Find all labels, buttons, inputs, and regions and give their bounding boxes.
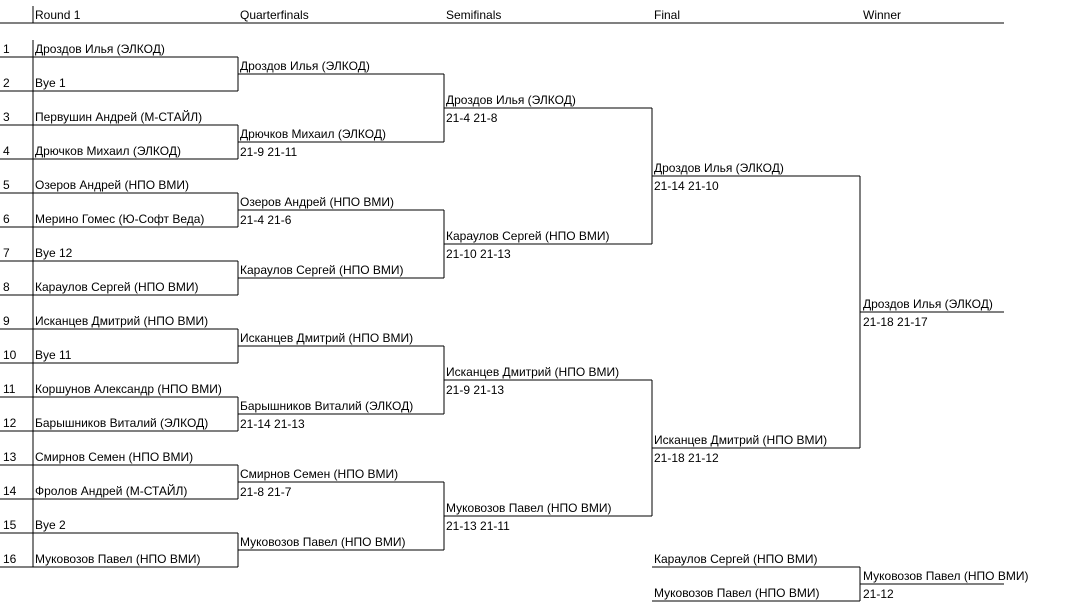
seed-8: 8: [3, 280, 10, 294]
header-final: Final: [654, 8, 680, 22]
seed-13: 13: [3, 450, 17, 464]
r1-player-5: Озеров Андрей (НПО ВМИ): [35, 178, 189, 192]
third-place-score: 21-12: [863, 587, 894, 601]
third-place-player-1: Караулов Сергей (НПО ВМИ): [654, 552, 818, 566]
sf-score-1: 21-4 21-8: [446, 111, 498, 125]
r1-player-7: Bye 12: [35, 246, 73, 260]
r1-player-3: Первушин Андрей (М-СТАЙЛ): [35, 109, 202, 124]
sf-player-4: Муковозов Павел (НПО ВМИ): [446, 501, 611, 515]
header-winner: Winner: [863, 8, 901, 22]
r1-player-2: Bye 1: [35, 76, 66, 90]
qf-score-2: 21-9 21-11: [240, 145, 297, 159]
seed-7: 7: [3, 246, 10, 260]
header-round1: Round 1: [35, 8, 81, 22]
seed-6: 6: [3, 212, 10, 226]
qf-player-2: Дрючков Михаил (ЭЛКОД): [240, 127, 386, 141]
seed-11: 11: [3, 382, 16, 396]
sf-score-2: 21-10 21-13: [446, 247, 511, 261]
r1-player-15: Bye 2: [35, 518, 66, 532]
seed-9: 9: [3, 314, 10, 328]
final-column: Дроздов Илья (ЭЛКОД) 21-14 21-10 Исканце…: [652, 161, 861, 465]
qf-player-7: Смирнов Семен (НПО ВМИ): [240, 467, 398, 481]
third-place-winner: Муковозов Павел (НПО ВМИ): [863, 569, 1028, 583]
qf-score-6: 21-14 21-13: [240, 417, 305, 431]
r1-player-16: Муковозов Павел (НПО ВМИ): [35, 552, 200, 566]
final-player-1: Дроздов Илья (ЭЛКОД): [654, 161, 784, 175]
winner-name: Дроздов Илья (ЭЛКОД): [863, 297, 993, 311]
quarterfinals-column: Дроздов Илья (ЭЛКОД) Дрючков Михаил (ЭЛК…: [238, 59, 445, 551]
final-player-2: Исканцев Дмитрий (НПО ВМИ): [654, 433, 827, 447]
sf-player-3: Исканцев Дмитрий (НПО ВМИ): [446, 365, 619, 379]
qf-player-6: Барышников Виталий (ЭЛКОД): [240, 399, 413, 413]
r1-player-14: Фролов Андрей (М-СТАЙЛ): [35, 483, 187, 498]
r1-player-11: Коршунов Александр (НПО ВМИ): [35, 382, 222, 396]
r1-player-12: Барышников Виталий (ЭЛКОД): [35, 416, 208, 430]
seed-15: 15: [3, 518, 17, 532]
sf-score-3: 21-9 21-13: [446, 383, 504, 397]
r1-player-4: Дрючков Михаил (ЭЛКОД): [35, 144, 181, 158]
semifinals-column: Дроздов Илья (ЭЛКОД) 21-4 21-8 Караулов …: [444, 93, 653, 533]
seed-12: 12: [3, 416, 17, 430]
header-quarterfinals: Quarterfinals: [240, 8, 309, 22]
sf-player-2: Караулов Сергей (НПО ВМИ): [446, 229, 610, 243]
seed-3: 3: [3, 110, 10, 124]
seed-1: 1: [3, 42, 10, 56]
r1-player-6: Мерино Гомес (Ю-Софт Веда): [35, 212, 204, 226]
winner-column: Дроздов Илья (ЭЛКОД) 21-18 21-17: [860, 297, 1004, 329]
sf-score-4: 21-13 21-11: [446, 519, 510, 533]
seed-10: 10: [3, 348, 17, 362]
sf-player-1: Дроздов Илья (ЭЛКОД): [446, 93, 576, 107]
seed-2: 2: [3, 76, 10, 90]
qf-player-1: Дроздов Илья (ЭЛКОД): [240, 59, 370, 73]
r1-player-10: Bye 11: [35, 348, 72, 362]
r1-player-1: Дроздов Илья (ЭЛКОД): [35, 42, 165, 56]
qf-player-3: Озеров Андрей (НПО ВМИ): [240, 195, 394, 209]
winner-score: 21-18 21-17: [863, 315, 928, 329]
qf-score-7: 21-8 21-7: [240, 485, 292, 499]
final-score-2: 21-18 21-12: [654, 451, 719, 465]
r1-player-8: Караулов Сергей (НПО ВМИ): [35, 280, 199, 294]
r1-player-13: Смирнов Семен (НПО ВМИ): [35, 450, 193, 464]
r1-player-9: Исканцев Дмитрий (НПО ВМИ): [35, 314, 208, 328]
seed-14: 14: [3, 484, 17, 498]
qf-score-3: 21-4 21-6: [240, 213, 292, 227]
seed-4: 4: [3, 144, 10, 158]
seed-16: 16: [3, 552, 17, 566]
seed-5: 5: [3, 178, 10, 192]
header-semifinals: Semifinals: [446, 8, 501, 22]
third-place-player-2: Муковозов Павел (НПО ВМИ): [654, 586, 819, 600]
round1-column: 1 Дроздов Илья (ЭЛКОД) 2 Bye 1 3 Первуши…: [0, 40, 239, 568]
qf-player-8: Муковозов Павел (НПО ВМИ): [240, 535, 405, 549]
third-place-match: Караулов Сергей (НПО ВМИ) Муковозов Паве…: [652, 552, 1028, 602]
qf-player-4: Караулов Сергей (НПО ВМИ): [240, 263, 404, 277]
qf-player-5: Исканцев Дмитрий (НПО ВМИ): [240, 331, 413, 345]
final-score-1: 21-14 21-10: [654, 179, 719, 193]
